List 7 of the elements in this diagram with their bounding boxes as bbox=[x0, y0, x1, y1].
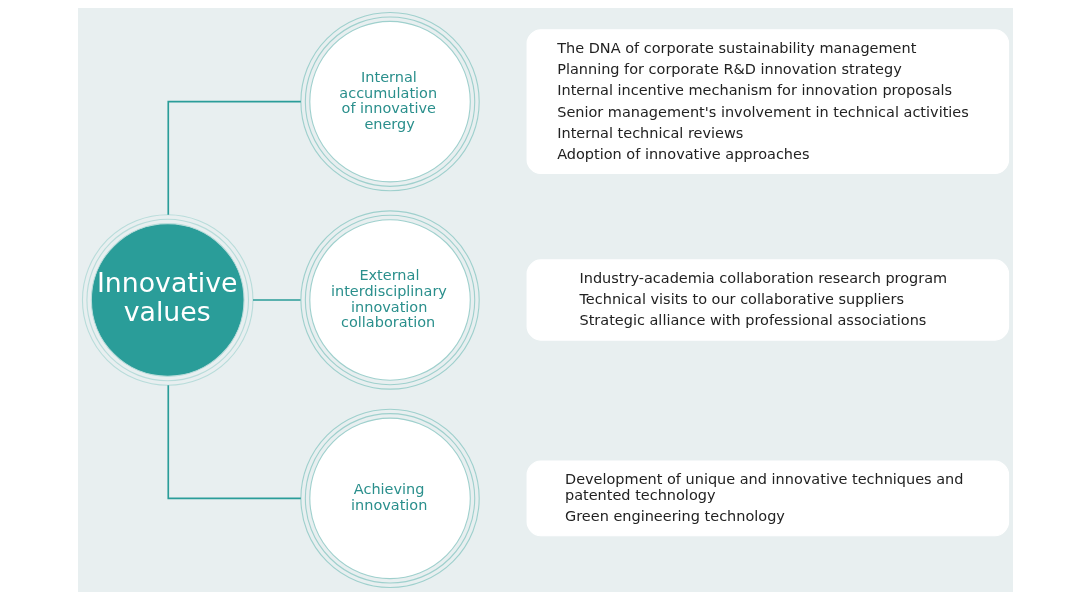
node-circle: Innovative values bbox=[81, 214, 254, 386]
connector bbox=[167, 384, 302, 500]
node-circle: Internal accumulation of innovative energy bbox=[300, 11, 480, 192]
node-circle: Achieving innovation bbox=[300, 408, 480, 589]
node-circle: External interdisciplinary innovation collaboration bbox=[300, 210, 480, 390]
connector bbox=[252, 299, 302, 301]
connector bbox=[167, 100, 302, 216]
